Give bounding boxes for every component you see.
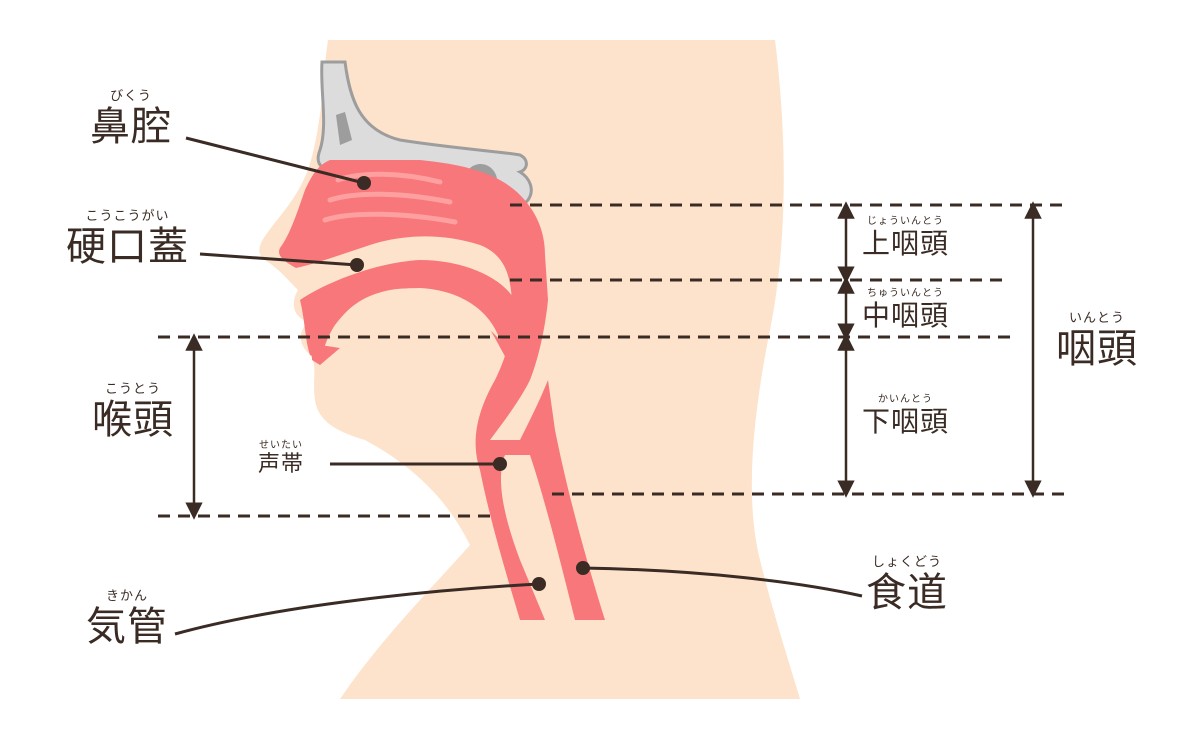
text-hard-palate: 硬口蓋 (66, 224, 189, 270)
label-hypopharynx: かいんとう 下咽頭 (862, 394, 949, 438)
text-trachea: 気管 (86, 604, 168, 650)
text-larynx: 喉頭 (92, 397, 174, 443)
ruby-vocal-cords: せいたい (259, 440, 303, 451)
palate-inner (335, 288, 500, 340)
ruby-pharynx: いんとう (1068, 311, 1125, 326)
label-larynx: こうとう 喉頭 (92, 382, 174, 444)
text-nasal-cavity: 鼻腔 (90, 104, 172, 150)
ruby-nasopharynx: じょういんとう (867, 216, 944, 227)
ruby-oropharynx: ちゅういんとう (867, 288, 944, 299)
pointer-dots (350, 176, 590, 591)
lips (310, 318, 340, 365)
ruby-hypopharynx: かいんとう (878, 394, 933, 405)
pointer-lines (174, 136, 863, 636)
oral-cavity (300, 260, 521, 365)
sinus-shadow (336, 112, 352, 145)
text-nasopharynx: 上咽頭 (862, 227, 950, 260)
ruby-hard-palate: こうこうがい (85, 209, 170, 224)
ruby-esophagus: しょくどう (871, 555, 942, 570)
label-esophagus: しょくどう 食道 (866, 555, 948, 617)
label-trachea: きかん 気管 (86, 589, 168, 651)
text-pharynx: 咽頭 (1056, 326, 1138, 372)
label-nasal-cavity: びくう 鼻腔 (90, 89, 172, 151)
range-arrows (185, 201, 1042, 520)
ruby-nasal-cavity: びくう (110, 89, 152, 104)
ruby-trachea: きかん (105, 589, 148, 604)
text-esophagus: 食道 (866, 570, 948, 616)
label-oropharynx: ちゅういんとう 中咽頭 (862, 288, 949, 332)
label-hard-palate: こうこうがい 硬口蓋 (66, 209, 189, 271)
label-vocal-cords: せいたい 声帯 (258, 440, 304, 478)
text-vocal-cords: 声帯 (258, 452, 305, 477)
level-lines (158, 203, 1068, 518)
label-nasopharynx: じょういんとう 上咽頭 (862, 216, 949, 260)
nasal-cavity-region (279, 160, 605, 620)
text-hypopharynx: 下咽頭 (862, 405, 950, 438)
label-pharynx: いんとう 咽頭 (1056, 311, 1138, 373)
ruby-larynx: こうとう (104, 382, 161, 397)
text-oropharynx: 中咽頭 (862, 299, 950, 332)
